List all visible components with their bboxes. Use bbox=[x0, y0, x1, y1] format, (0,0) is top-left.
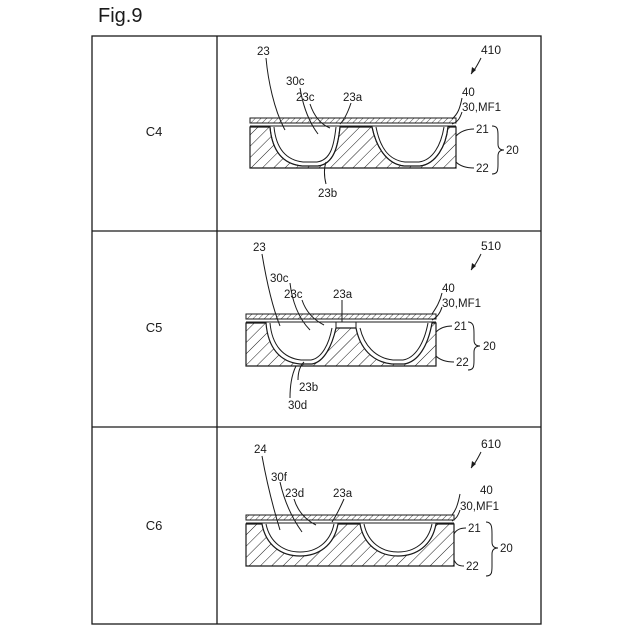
row-label-c6: C6 bbox=[92, 518, 216, 533]
label-40-c5: 40 bbox=[442, 283, 455, 295]
label-23c-c4: 23c bbox=[296, 92, 315, 104]
label-recess-c6: 24 bbox=[254, 444, 267, 456]
label-21-c4: 21 bbox=[476, 124, 489, 136]
label-22-c6: 22 bbox=[466, 561, 479, 573]
label-23c-c5: 23c bbox=[284, 289, 303, 301]
label-21-c5: 21 bbox=[454, 321, 467, 333]
label-40-c6: 40 bbox=[480, 485, 493, 497]
label-30c-c5: 30c bbox=[270, 273, 289, 285]
label-23b-c4: 23b bbox=[318, 188, 337, 200]
label-23b-c5: 23b bbox=[299, 382, 318, 394]
label-30f-c6: 30f bbox=[271, 472, 288, 484]
cross-section-diagram-c6: 24 30f 23d 23a 610 40 30,MF1 21 20 22 bbox=[246, 437, 513, 576]
label-21-c6: 21 bbox=[468, 523, 481, 535]
label-40-c4: 40 bbox=[462, 87, 475, 99]
label-30-c6: 30,MF1 bbox=[460, 501, 499, 513]
label-22-c5: 22 bbox=[456, 357, 469, 369]
label-20-c4: 20 bbox=[506, 145, 519, 157]
label-recess-c5: 23 bbox=[253, 242, 266, 254]
label-23a-c4: 23a bbox=[343, 92, 363, 104]
label-30-c5: 30,MF1 bbox=[442, 298, 481, 310]
row-label-c4: C4 bbox=[92, 124, 216, 139]
top-layer-40-c5 bbox=[246, 314, 436, 319]
label-23a-c5: 23a bbox=[333, 289, 353, 301]
label-20-c6: 20 bbox=[500, 543, 513, 555]
label-20-c5: 20 bbox=[483, 341, 496, 353]
label-30-c4: 30,MF1 bbox=[462, 102, 501, 114]
label-22-c4: 22 bbox=[476, 163, 489, 175]
row-label-c5: C5 bbox=[92, 320, 216, 335]
substrate-c4 bbox=[250, 127, 456, 168]
ref-number-c6: 610 bbox=[481, 437, 501, 451]
cross-section-diagram-c5: 23 30c 23c 23a 23b 30d 510 40 30,MF1 21 … bbox=[246, 239, 501, 412]
label-30c-c4: 30c bbox=[286, 76, 305, 88]
substrate-c6 bbox=[246, 524, 454, 566]
label-23a-c6: 23a bbox=[333, 488, 353, 500]
label-recess-c4: 23 bbox=[257, 46, 270, 58]
label-30d-c5: 30d bbox=[288, 400, 307, 412]
ref-number-c4: 410 bbox=[481, 43, 501, 57]
cross-section-diagram-c4: 23 30c 23c 23a 23b 410 40 30,MF1 21 20 2… bbox=[250, 43, 519, 200]
label-23d-c6: 23d bbox=[285, 488, 304, 500]
ref-number-c5: 510 bbox=[481, 239, 501, 253]
substrate-c5 bbox=[246, 323, 436, 366]
